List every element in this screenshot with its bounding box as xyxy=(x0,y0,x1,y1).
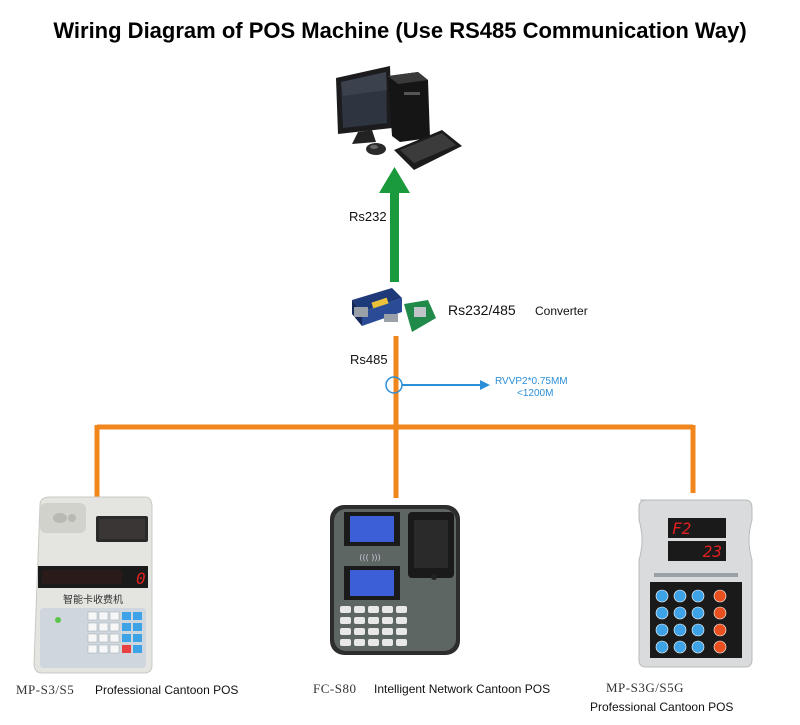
device2-desc: Intelligent Network Cantoon POS xyxy=(374,682,551,696)
cable-callout xyxy=(385,376,490,394)
cable-length-label: <1200M xyxy=(517,388,554,399)
mp-s3-brand: 智能卡收费机 xyxy=(63,593,123,606)
mp-s3-display: 0 xyxy=(136,569,146,588)
diagram-title: Wiring Diagram of POS Machine (Use RS485… xyxy=(53,18,747,43)
mp-s3g-display-bottom: 23 xyxy=(703,542,722,561)
rs485-label: Rs485 xyxy=(350,352,388,367)
pos-device-fc-s80: ((( ))) xyxy=(330,505,460,655)
pos-device-mp-s3g: F2 23 xyxy=(638,499,753,668)
computer-icon xyxy=(336,66,462,170)
converter-word-label: Converter xyxy=(535,304,588,318)
converter-icon xyxy=(352,288,436,332)
converter-name-label: Rs232/485 xyxy=(448,302,516,318)
svg-text:((( ))): ((( ))) xyxy=(359,553,380,562)
rs232-label: Rs232 xyxy=(349,209,387,224)
cable-spec-label: RVVP2*0.75MM xyxy=(495,376,568,387)
device3-desc: Professional Cantoon POS xyxy=(590,700,734,714)
device3-model: MP-S3G/S5G xyxy=(606,680,684,695)
device1-model: MP-S3/S5 xyxy=(16,682,75,697)
device2-model: FC-S80 xyxy=(313,681,357,696)
mp-s3g-display-top: F2 xyxy=(672,519,691,538)
rs485-bus xyxy=(94,336,696,498)
pos-device-mp-s3: 0 智能卡收费机 xyxy=(33,496,153,674)
device1-desc: Professional Cantoon POS xyxy=(95,683,239,697)
rs232-arrow xyxy=(379,167,410,282)
